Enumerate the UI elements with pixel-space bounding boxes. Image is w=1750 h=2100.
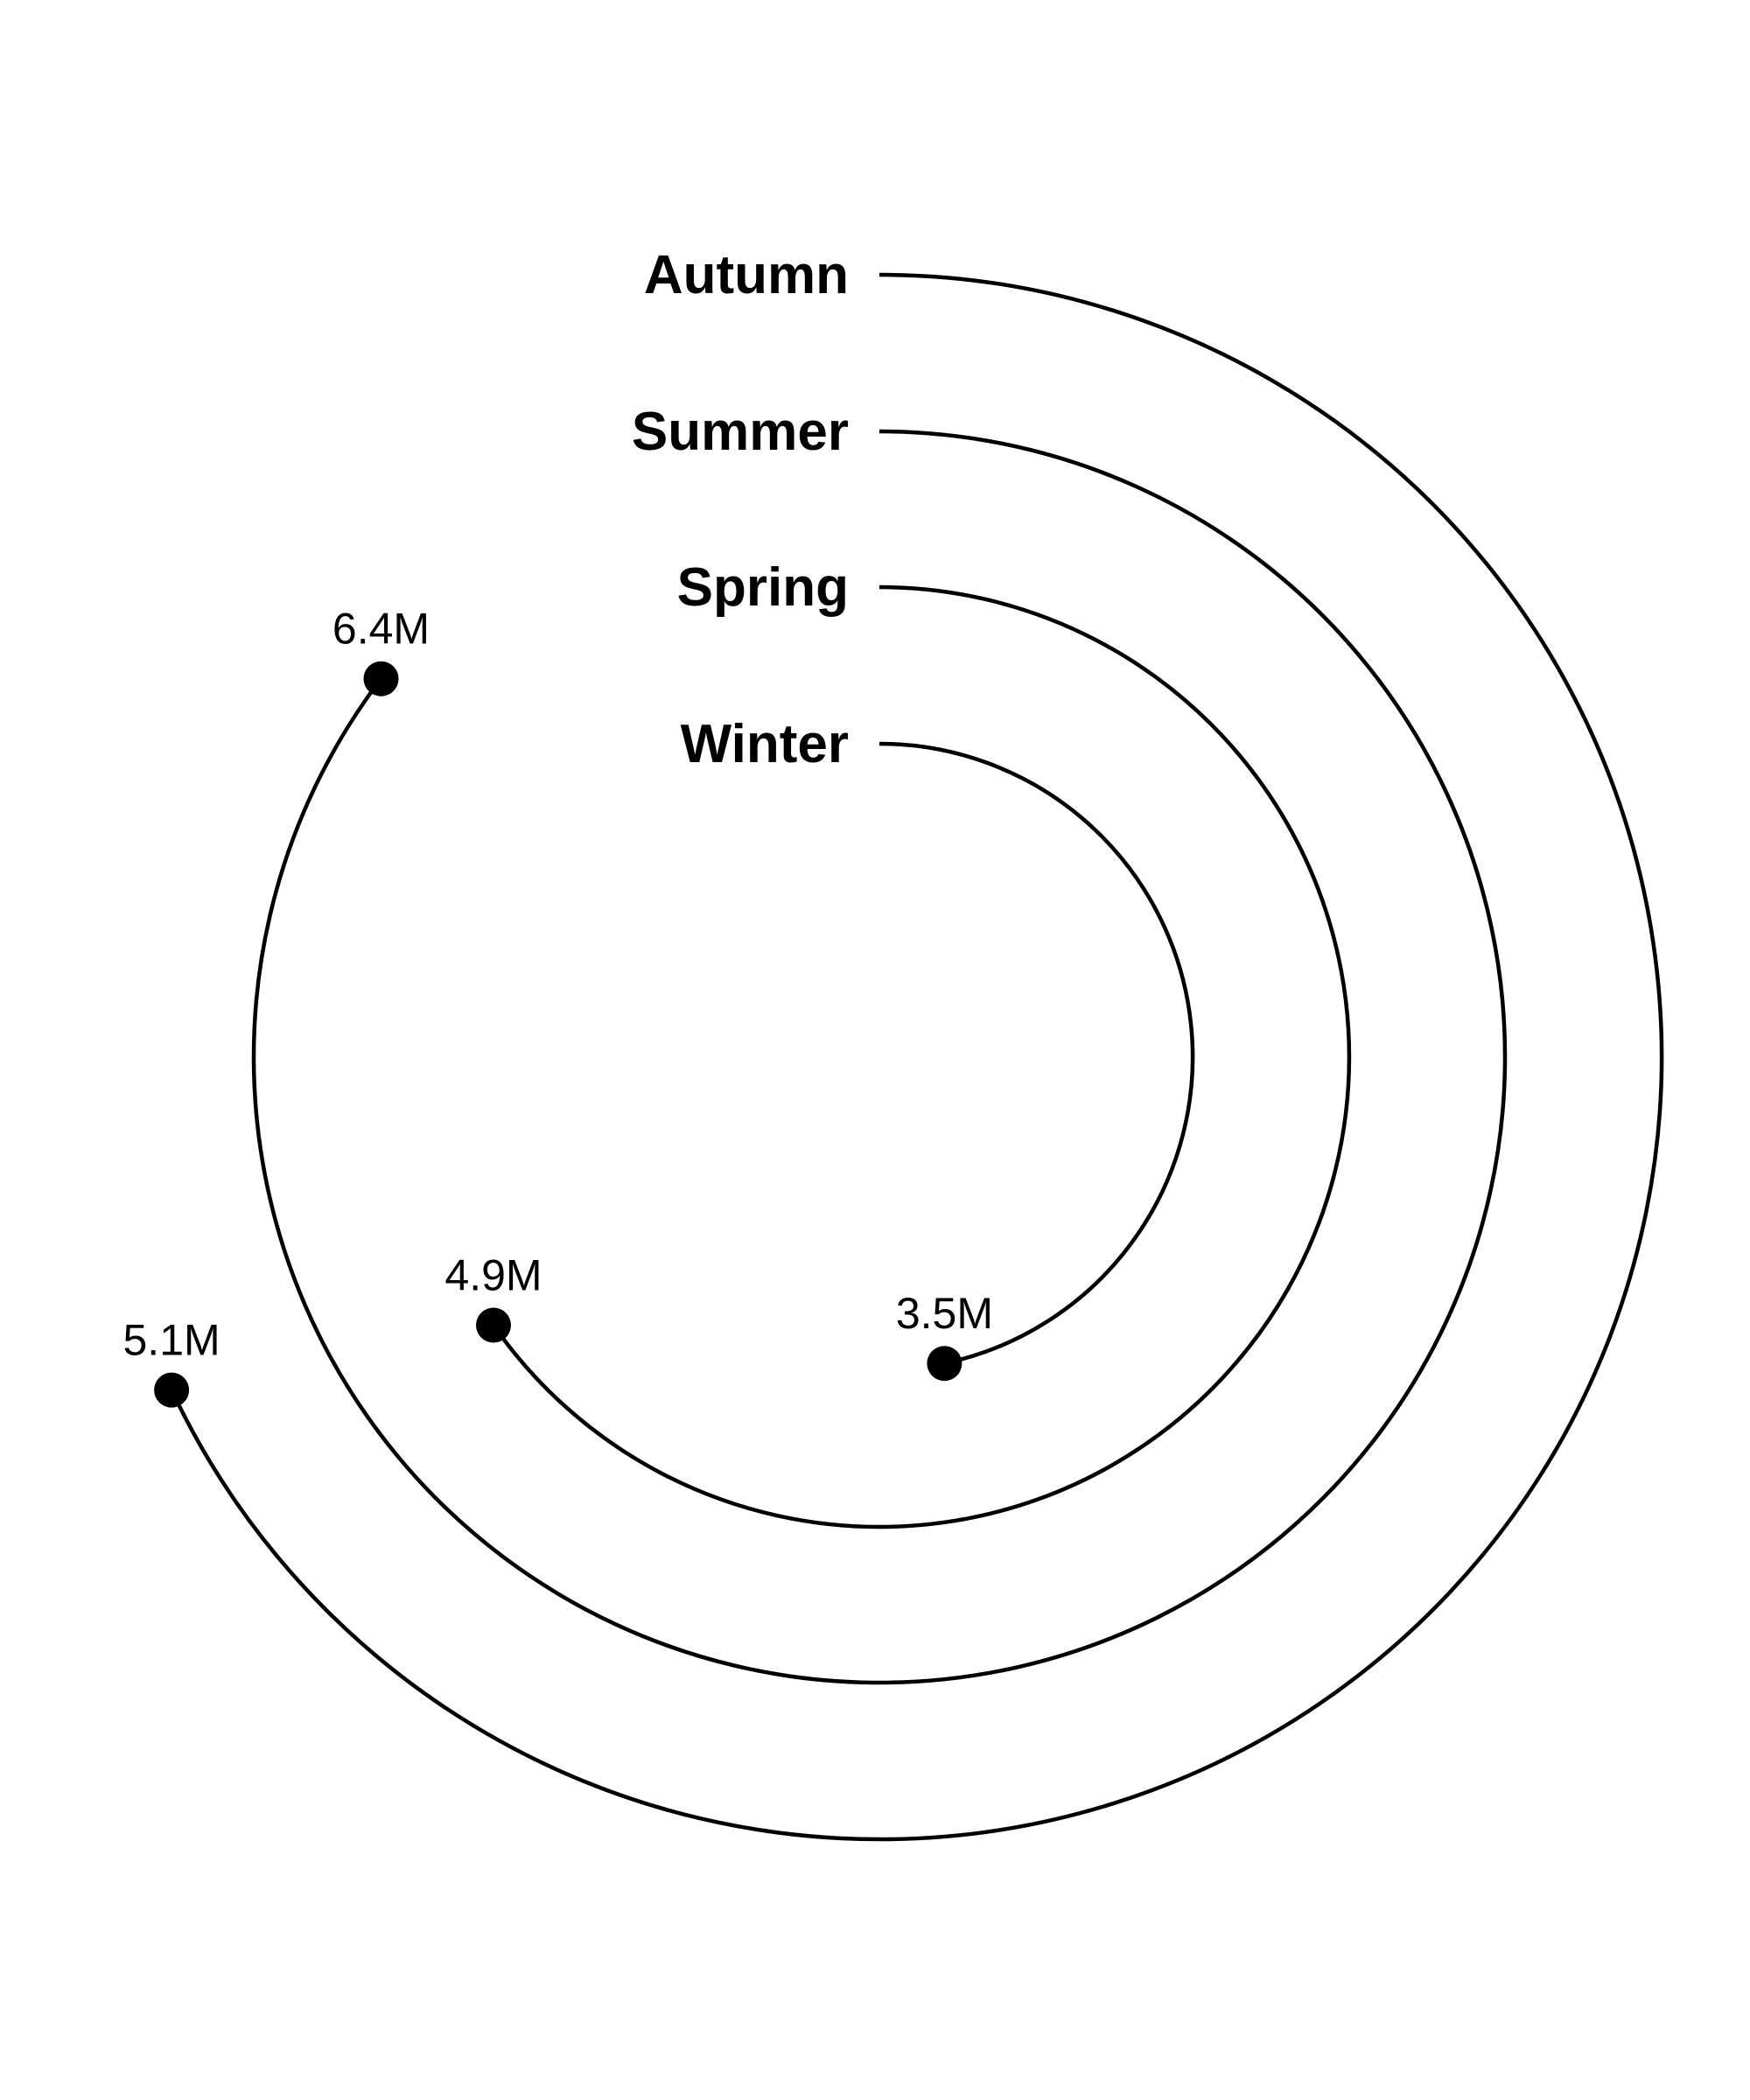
- arc-autumn: [170, 272, 1664, 1842]
- value-label-winter: 3.5M: [896, 1289, 993, 1338]
- category-label-summer: Summer: [632, 402, 849, 462]
- end-dot-summer: [363, 661, 399, 696]
- category-label-winter: Winter: [681, 714, 849, 774]
- end-dot-winter: [927, 1346, 962, 1382]
- end-dot-spring: [476, 1307, 511, 1343]
- value-label-autumn: 5.1M: [123, 1316, 220, 1365]
- category-label-spring: Spring: [677, 557, 849, 618]
- value-label-spring: 4.9M: [444, 1251, 542, 1300]
- value-label-summer: 6.4M: [332, 605, 430, 654]
- arc-spring: [492, 584, 1352, 1530]
- arc-summer: [251, 429, 1508, 1685]
- arc-winter: [878, 741, 1195, 1366]
- end-dot-autumn: [154, 1372, 190, 1408]
- category-label-autumn: Autumn: [644, 245, 849, 305]
